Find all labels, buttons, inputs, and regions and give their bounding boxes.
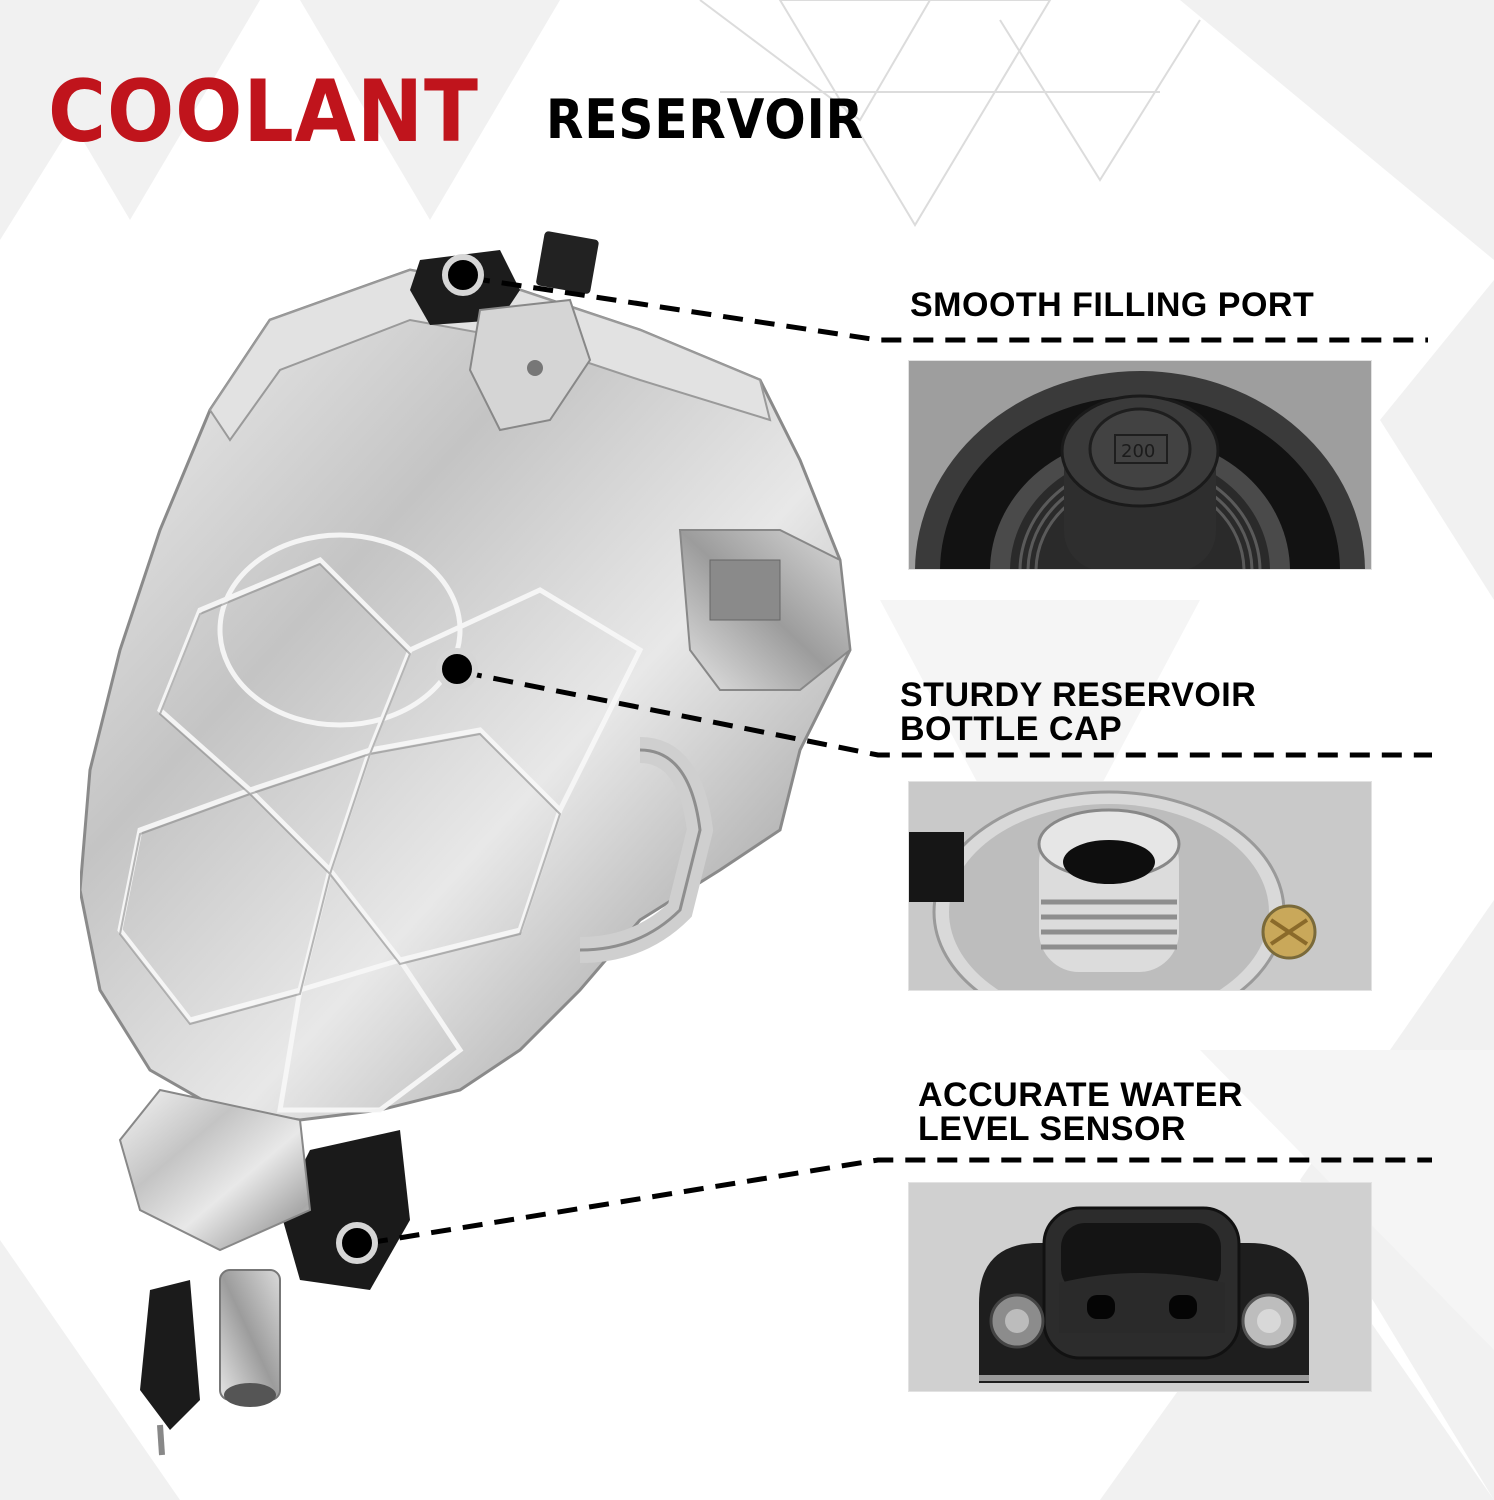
feature-label-filling-port: SMOOTH FILLING PORT xyxy=(910,288,1314,322)
feature-photo-bottle-cap xyxy=(908,781,1372,991)
cap-marking: 200 xyxy=(1121,441,1155,462)
feature-photo-filling-port: 200 xyxy=(908,360,1372,570)
feature-label-line1: ACCURATE WATER xyxy=(918,1076,1243,1114)
feature-label-line1: STURDY RESERVOIR xyxy=(900,676,1257,714)
cap-neck-photo xyxy=(909,782,1371,990)
feature-label-line1: SMOOTH FILLING PORT xyxy=(910,286,1315,324)
coolant-reservoir-illustration xyxy=(80,231,852,1456)
sensor-connector-photo xyxy=(909,1183,1371,1391)
callout-dot-bottle-cap[interactable] xyxy=(436,648,478,690)
page-title: COOLANT RESERVOIR xyxy=(48,62,863,162)
callout-dot-level-sensor[interactable] xyxy=(336,1222,378,1264)
feature-label-line2: BOTTLE CAP xyxy=(900,710,1123,748)
feature-label-bottle-cap: STURDY RESERVOIR BOTTLE CAP xyxy=(900,678,1256,746)
feature-label-line2: LEVEL SENSOR xyxy=(918,1110,1186,1148)
feature-photo-level-sensor xyxy=(908,1182,1372,1392)
title-reservoir: RESERVOIR xyxy=(546,88,864,151)
title-coolant: COOLANT xyxy=(48,62,479,162)
callout-dot-filling-port[interactable] xyxy=(442,254,484,296)
filler-neck-photo: 200 xyxy=(909,361,1371,569)
feature-label-level-sensor: ACCURATE WATER LEVEL SENSOR xyxy=(918,1078,1243,1146)
